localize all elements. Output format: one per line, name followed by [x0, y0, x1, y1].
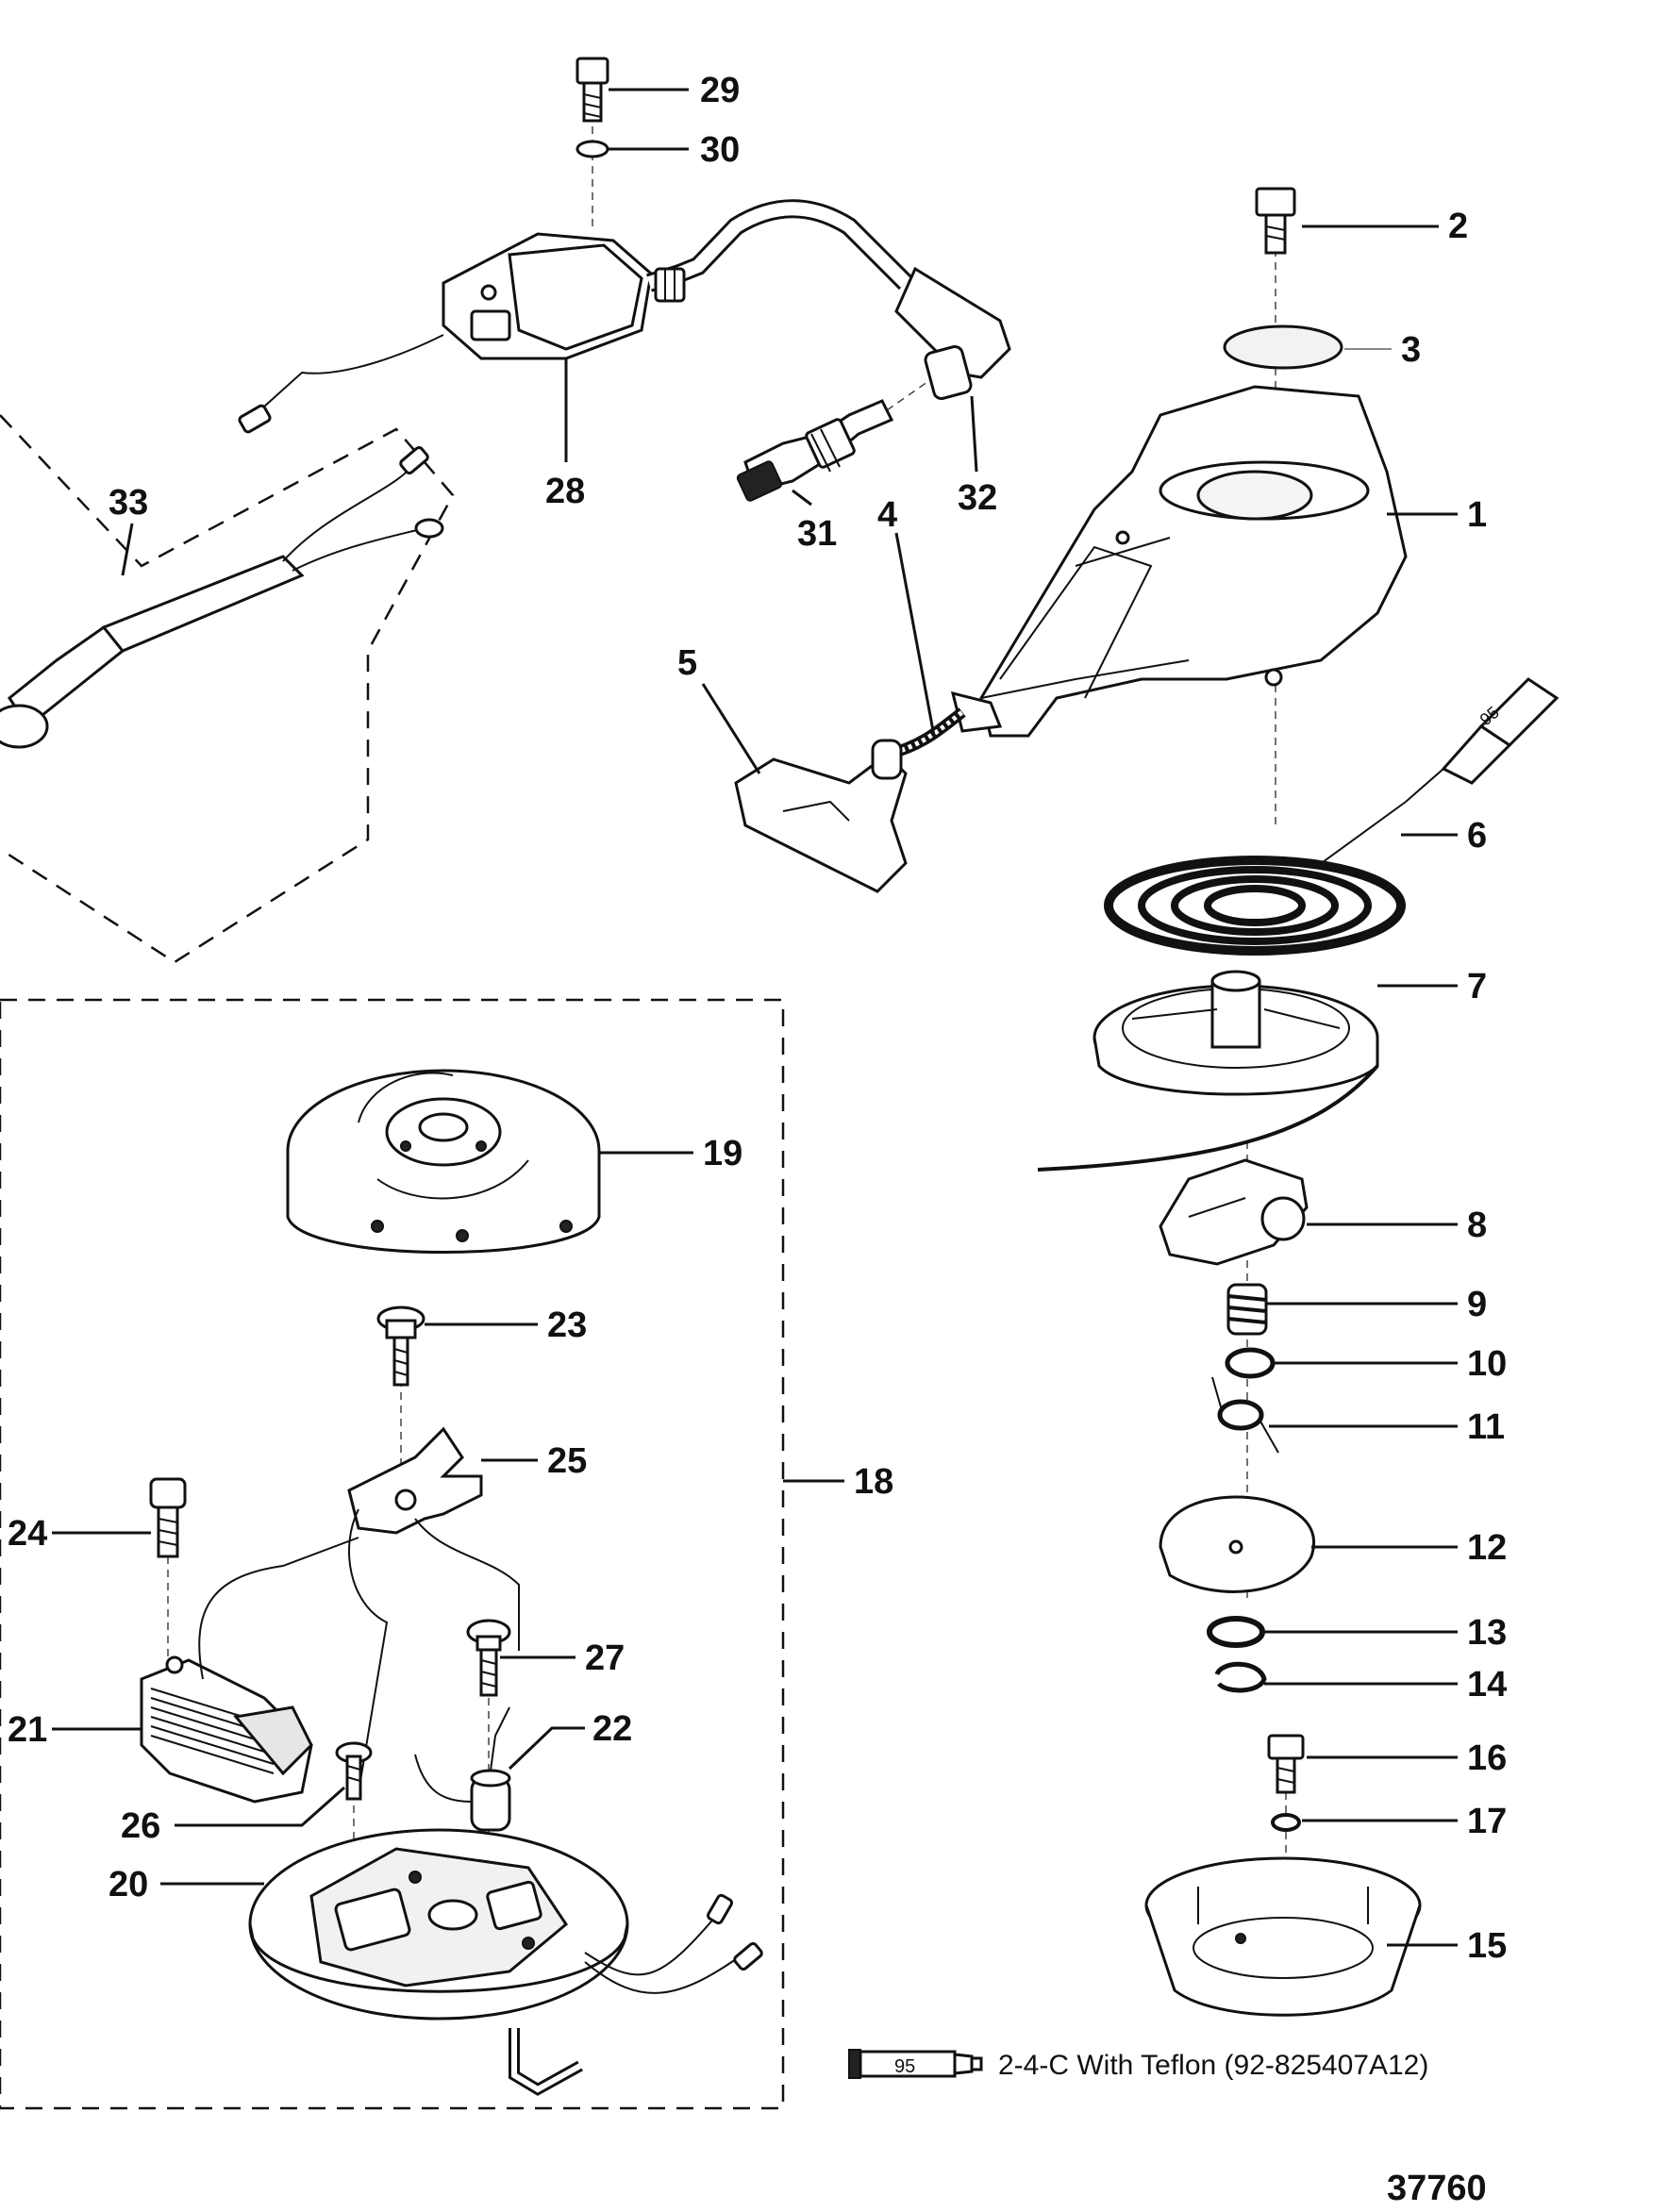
part-16-screw — [1267, 1734, 1305, 1794]
callout-12: 12 — [1467, 1528, 1507, 1568]
callout-4: 4 — [877, 495, 897, 535]
legend: 95 2-4-C With Teflon (92-825407A12) — [848, 2049, 1428, 2081]
legend-text: 2-4-C With Teflon (92-825407A12) — [998, 2050, 1428, 2081]
callout-3: 3 — [1401, 330, 1421, 370]
lubricant-tube-95: 95 — [1405, 677, 1560, 803]
part-28-ignition-coil — [238, 199, 913, 434]
leader-4 — [894, 532, 936, 737]
callout-26: 26 — [121, 1806, 160, 1846]
callout-25: 25 — [547, 1441, 587, 1481]
leader-5 — [701, 683, 761, 774]
part-17-washer — [1271, 1813, 1301, 1832]
callout-18: 18 — [854, 1462, 893, 1502]
catalog-number: 37760 — [1387, 2169, 1487, 2208]
center-line-31-32 — [886, 376, 935, 411]
callout-5: 5 — [677, 643, 697, 683]
leader-33 — [121, 523, 134, 576]
callout-15: 15 — [1467, 1926, 1507, 1966]
callout-14: 14 — [1467, 1665, 1507, 1705]
part-27-screw — [466, 1619, 511, 1697]
callout-11: 11 — [1467, 1407, 1505, 1447]
callout-22: 22 — [592, 1709, 632, 1749]
part-2-screw — [1255, 187, 1296, 255]
leader-31 — [792, 489, 812, 507]
leader-32 — [970, 395, 978, 473]
part-30-washer — [575, 140, 609, 158]
callout-29: 29 — [700, 71, 740, 110]
callout-8: 8 — [1467, 1206, 1487, 1245]
callout-31: 31 — [797, 514, 837, 554]
part-21-stator-coil — [140, 1537, 359, 1804]
part-31-spark-plug — [736, 399, 894, 502]
part-3-decal — [1223, 324, 1343, 370]
part-22-condenser — [414, 1706, 511, 1832]
part-15-starter-cup — [1144, 1856, 1422, 2017]
part-9-spring — [1226, 1283, 1268, 1336]
part-10-bushing — [1225, 1347, 1276, 1379]
callout-21: 21 — [8, 1710, 47, 1750]
part-23-screw — [376, 1306, 425, 1387]
part-8-pawl-cam — [1159, 1158, 1309, 1266]
part-4-starter-rope — [885, 690, 1003, 760]
part-5-starter-handle — [734, 739, 908, 893]
callout-33: 33 — [108, 483, 148, 523]
part-7-rope-pulley — [1037, 970, 1379, 1172]
callout-10: 10 — [1467, 1344, 1507, 1384]
part-33-stop-switch — [0, 446, 444, 749]
callout-32: 32 — [958, 478, 997, 518]
callout-28: 28 — [545, 472, 585, 511]
callout-24: 24 — [8, 1514, 47, 1554]
group-18-boundary — [0, 998, 785, 2110]
part-26-screw — [335, 1741, 373, 1801]
svg-text:95: 95 — [894, 2056, 915, 2077]
group-33-boundary — [0, 414, 455, 964]
part-29-screw — [575, 57, 609, 123]
callout-27: 27 — [585, 1638, 625, 1678]
callout-6: 6 — [1467, 816, 1487, 856]
callout-1: 1 — [1467, 495, 1487, 535]
part-11-torsion-spring — [1211, 1376, 1279, 1454]
callout-13: 13 — [1467, 1613, 1507, 1653]
legend-tube-icon: 95 — [848, 2049, 983, 2079]
callout-7: 7 — [1467, 967, 1487, 1006]
part-25-breaker-points — [347, 1426, 520, 1793]
leader-22 — [508, 1726, 585, 1771]
part-13-washer — [1207, 1616, 1265, 1648]
callout-30: 30 — [700, 130, 740, 170]
callout-20: 20 — [108, 1865, 148, 1904]
leader-26 — [175, 1786, 345, 1827]
callout-17: 17 — [1467, 1802, 1507, 1841]
part-20-stator-plate — [248, 1828, 763, 2096]
part-24-screw — [149, 1477, 187, 1558]
part-19-flywheel — [286, 1069, 601, 1254]
part-6-rewind-spring — [1104, 856, 1406, 956]
callout-23: 23 — [547, 1306, 587, 1345]
part-32-spark-plug-boot — [894, 266, 1011, 401]
callout-9: 9 — [1467, 1285, 1487, 1324]
callout-19: 19 — [703, 1134, 742, 1173]
part-12-retainer-plate — [1159, 1495, 1316, 1593]
callout-16: 16 — [1467, 1738, 1507, 1778]
part-14-e-clip — [1214, 1661, 1267, 1693]
part-1-starter-housing — [979, 385, 1408, 738]
callout-2: 2 — [1448, 207, 1468, 246]
